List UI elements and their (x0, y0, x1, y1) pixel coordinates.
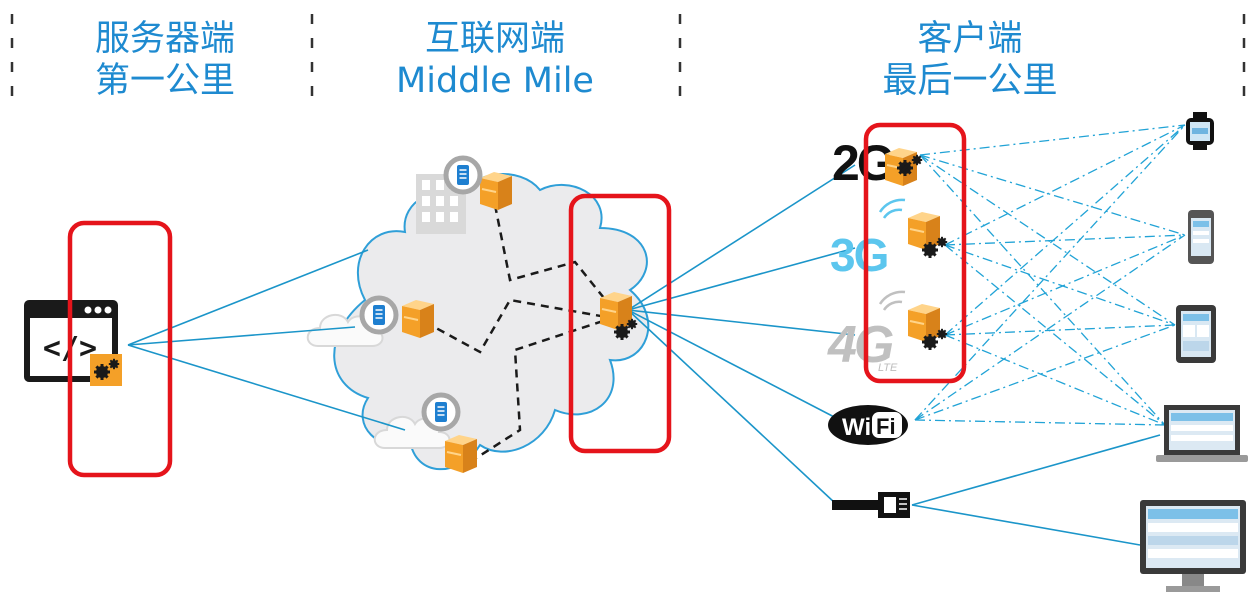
tablet-icon (1176, 305, 1216, 363)
2g-label: 2G (832, 135, 893, 191)
smartwatch-icon (1186, 112, 1214, 150)
client-edge-highlight-box (863, 122, 967, 384)
wifi-left-label: Wi (842, 414, 871, 441)
lte-label: LTE (878, 362, 898, 374)
cdn-node-icon (444, 434, 478, 474)
desktop-monitor-icon (1140, 500, 1246, 592)
internet-side-subtitle: Middle Mile (396, 61, 594, 101)
wifi-right-label: Fi (876, 414, 896, 439)
origin-highlight-box (67, 220, 173, 478)
ethernet-cable-icon (832, 492, 910, 518)
internet-side-heading: 互联网端 Middle Mile (375, 18, 615, 102)
server-badge-icon (446, 158, 480, 192)
column-dividers (10, 14, 1246, 110)
cdn-node-icon (479, 171, 513, 211)
3g-label: 3G (830, 229, 887, 281)
server-badge-icon (362, 298, 396, 332)
server-badge-icon (424, 395, 458, 429)
edge-highlight-box (568, 193, 672, 454)
server-side-heading: 服务器端 第一公里 (55, 18, 275, 102)
server-side-subtitle: 第一公里 (94, 61, 235, 101)
internet-side-title: 互联网端 (424, 19, 565, 59)
wifi-logo: Wi Fi (828, 405, 908, 445)
server-side-title: 服务器端 (94, 19, 235, 59)
cdn-node-icon (401, 299, 435, 339)
gear-icon (920, 240, 940, 260)
smartphone-icon (1188, 210, 1214, 264)
signal-icon (878, 198, 906, 311)
gear-icon (895, 158, 915, 178)
gear-icon (920, 332, 940, 352)
4g-label: 4G (827, 316, 893, 374)
client-side-subtitle: 最后一公里 (882, 61, 1058, 101)
highlight-boxes (67, 122, 967, 478)
gear-icon (612, 322, 632, 342)
access-links (627, 164, 856, 504)
middle-mile-routes (424, 204, 613, 464)
laptop-icon (1156, 405, 1248, 462)
client-side-heading: 客户端 最后一公里 (840, 18, 1100, 102)
wired-links (911, 434, 1161, 546)
gear-icon (935, 327, 949, 341)
client-side-title: 客户端 (917, 19, 1023, 59)
